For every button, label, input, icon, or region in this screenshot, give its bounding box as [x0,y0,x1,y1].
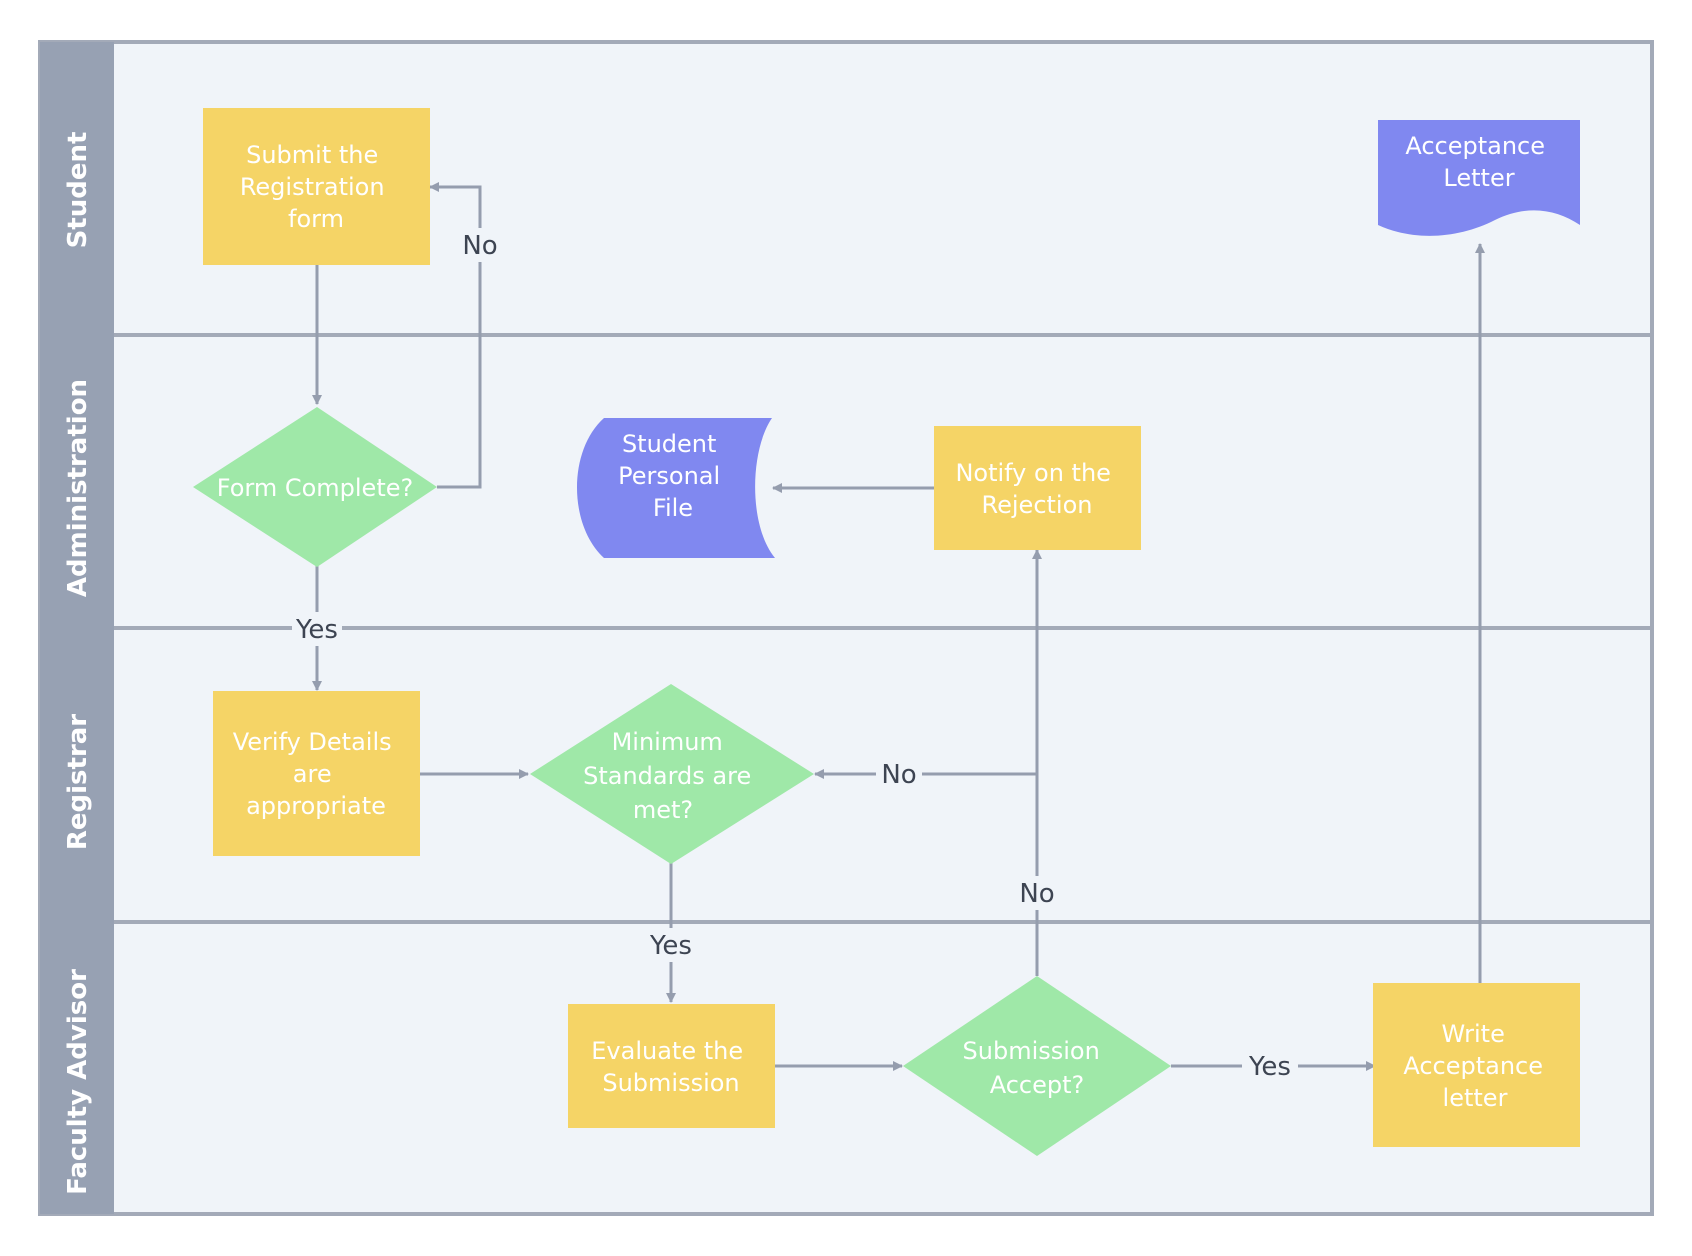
svg-text:Yes: Yes [1248,1052,1291,1082]
node-label: Form Complete? [217,474,414,502]
node-notify-rejection[interactable]: Notify on the Rejection [934,426,1141,550]
node-write-acceptance-letter[interactable]: Write Acceptance letter [1373,983,1580,1147]
node-label: Minimum Standards are met? [583,728,759,824]
edge-label-standards-no: No [876,757,922,791]
node-label: Evaluate the Submission [591,1037,751,1097]
rectangle-process-icon [934,426,1141,550]
svg-text:No: No [881,760,916,790]
node-minimum-standards-decision[interactable]: Minimum Standards are met? [530,684,814,864]
svg-text:Yes: Yes [649,931,692,961]
edge-label-standards-yes: Yes [646,928,696,962]
diamond-decision-icon [530,684,814,864]
document-shape-icon [1378,120,1580,236]
svg-text:Yes: Yes [295,615,338,645]
rectangle-process-icon [213,691,420,856]
node-label: Student Personal File [618,430,728,522]
lane-header-column [40,42,114,1214]
lane-label-student: Student [63,132,93,249]
edge-label-form-complete-no: No [460,228,500,262]
diamond-decision-icon [903,976,1171,1156]
node-submit-registration-form[interactable]: Submit the Registration form [203,108,430,265]
rectangle-process-icon [1373,983,1580,1147]
node-label: Write Acceptance letter [1403,1020,1550,1112]
edge-label-form-complete-yes: Yes [292,612,342,646]
node-submission-accept-decision[interactable]: Submission Accept? [903,976,1171,1156]
diamond-decision-icon [193,407,437,567]
svg-text:No: No [1019,879,1054,909]
node-label: Acceptance Letter [1405,132,1552,192]
node-label: Submit the Registration form [240,141,392,233]
edge-label-accept-no: No [1015,876,1059,910]
lane-label-registrar: Registrar [63,714,93,850]
lane-label-faculty-advisor: Faculty Advisor [63,969,93,1195]
node-label: Notify on the Rejection [955,459,1118,519]
svg-text:No: No [462,231,497,261]
edge-label-accept-yes: Yes [1242,1049,1298,1083]
node-acceptance-letter[interactable]: Acceptance Letter [1378,120,1580,236]
lane-label-administration: Administration [63,379,93,597]
node-evaluate-submission[interactable]: Evaluate the Submission [568,1004,775,1128]
node-student-personal-file[interactable]: Student Personal File [577,418,775,558]
node-label: Verify Details are appropriate [233,728,400,820]
rectangle-process-icon [203,108,430,265]
rectangle-process-icon [568,1004,775,1128]
stored-data-shape-icon [577,418,775,558]
node-label: Submission Accept? [963,1037,1108,1099]
edge-form-complete-no [429,182,482,489]
node-verify-details[interactable]: Verify Details are appropriate [213,691,420,856]
node-form-complete-decision[interactable]: Form Complete? [193,407,437,567]
